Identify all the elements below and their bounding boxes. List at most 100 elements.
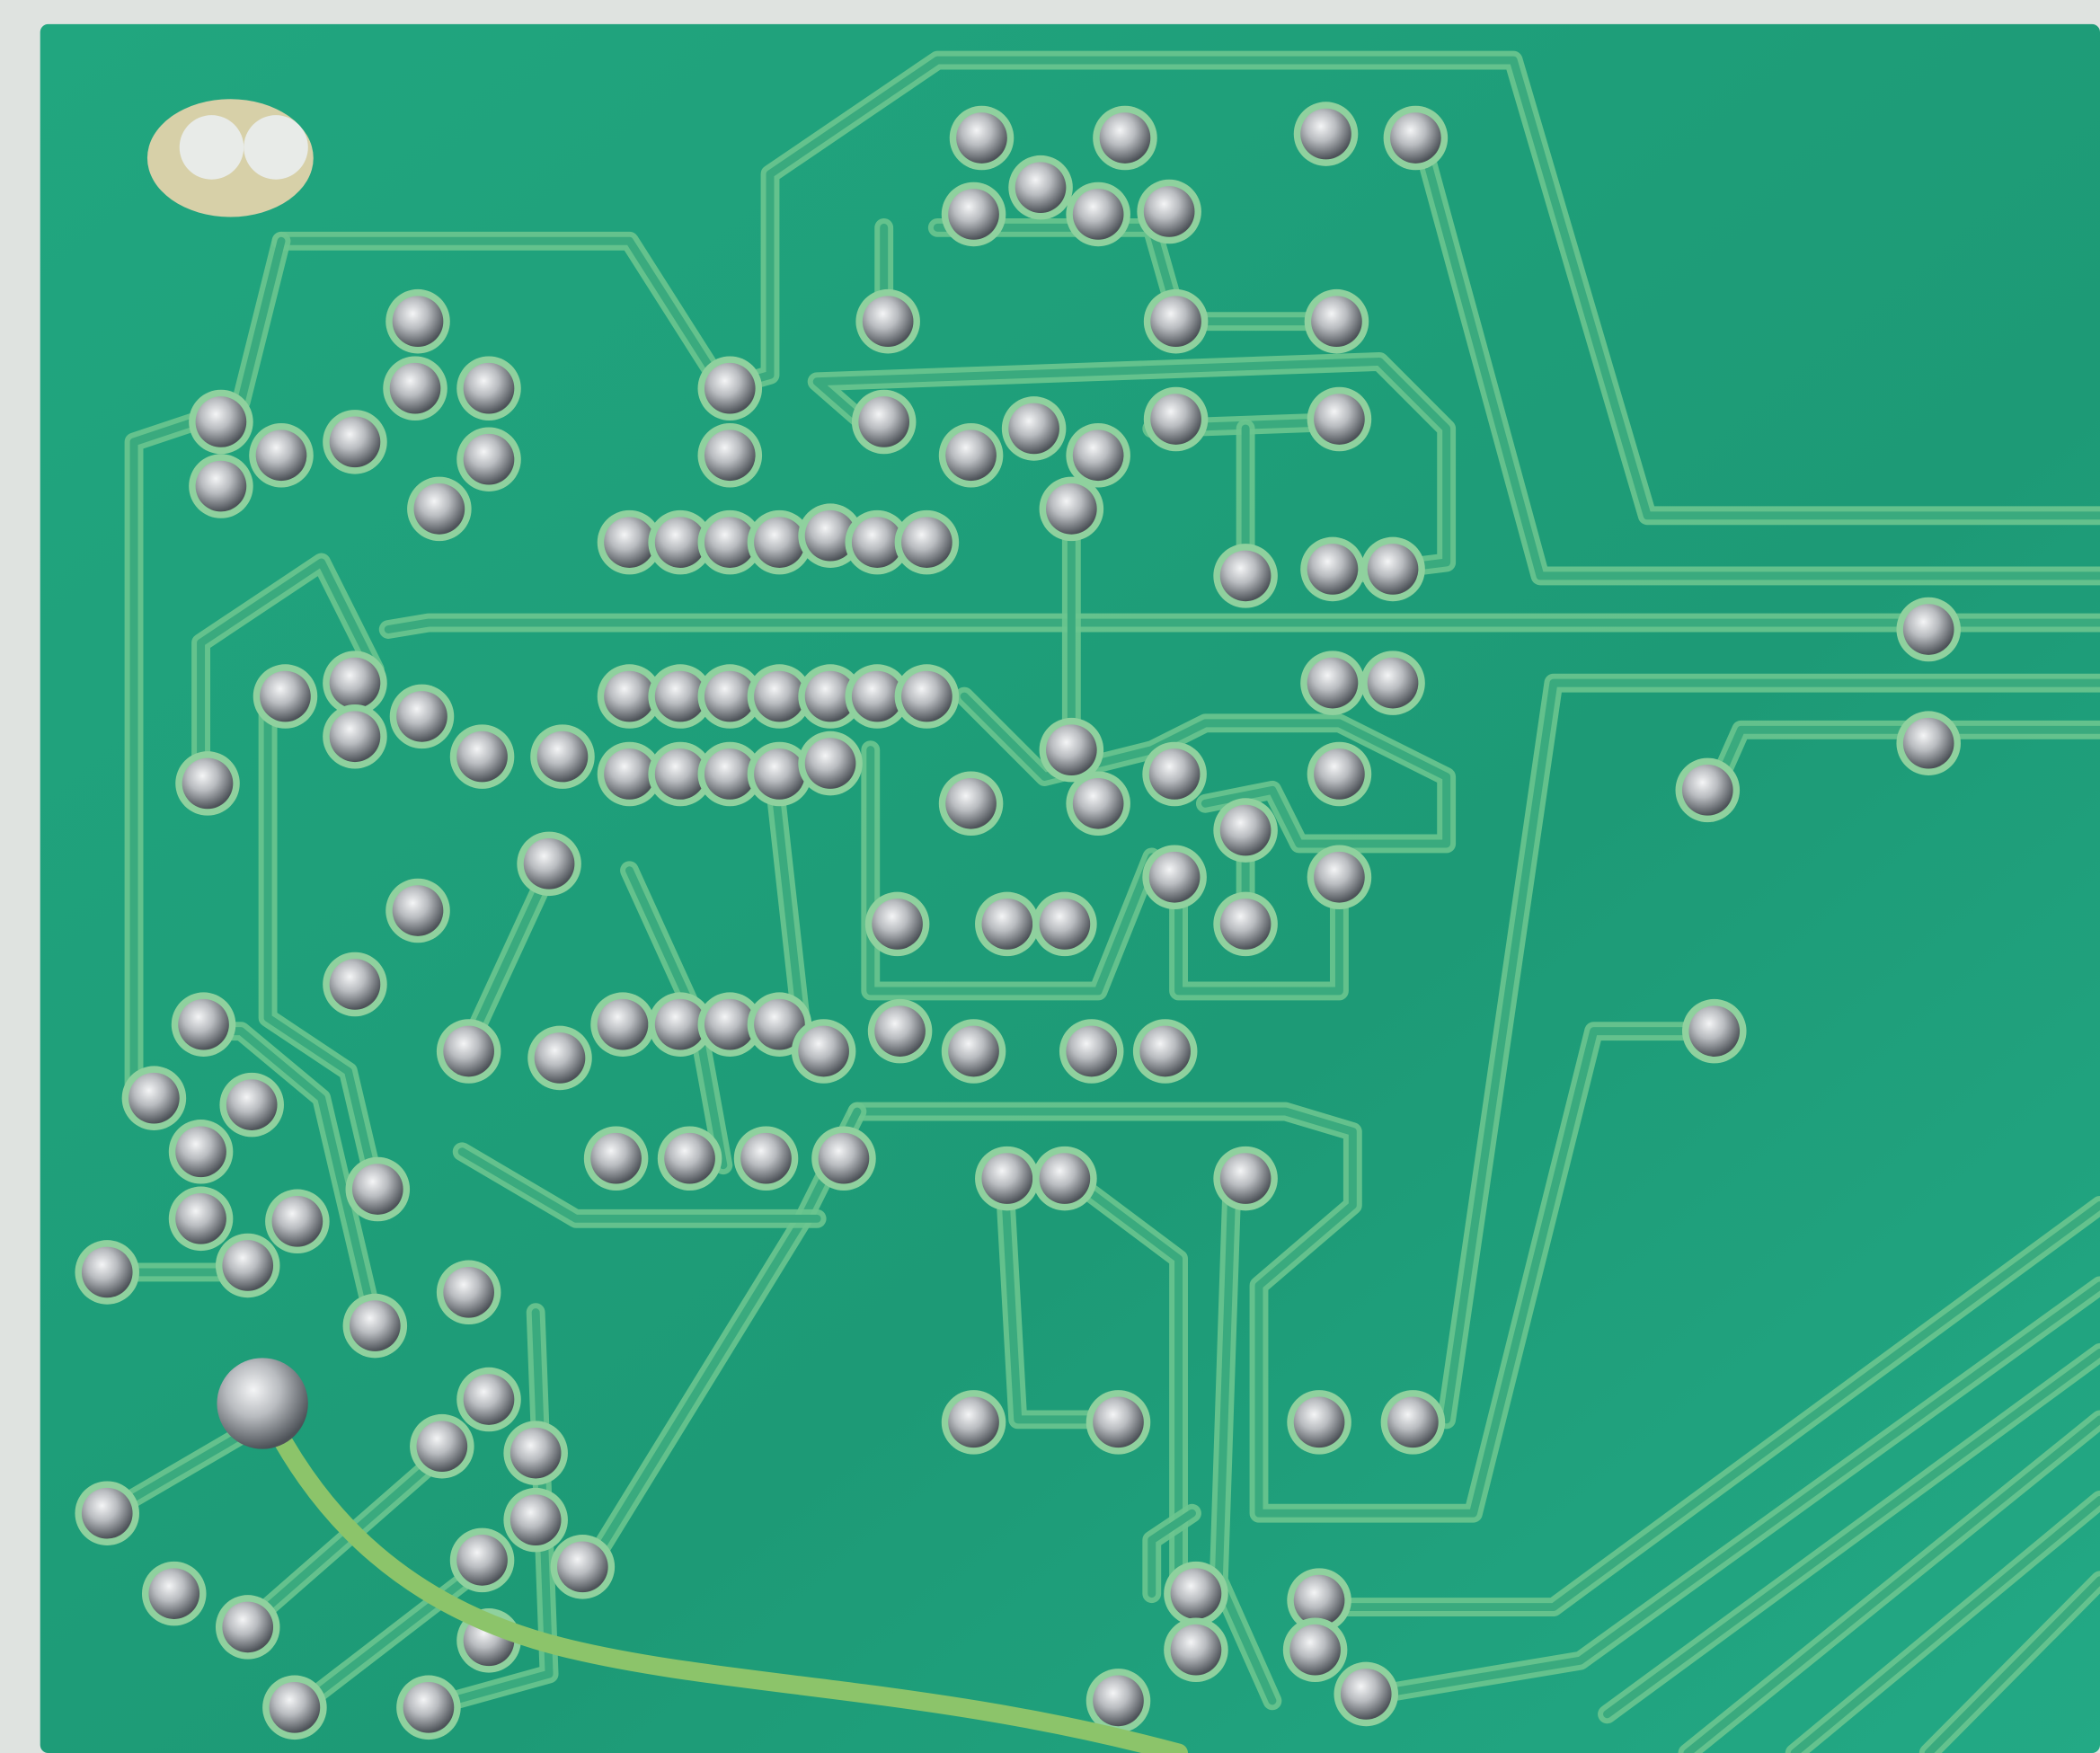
solder-pad (597, 741, 662, 807)
solder-pad (1001, 396, 1067, 461)
solder-pad (456, 356, 521, 421)
solder-pad (550, 1535, 616, 1599)
solder-pad (597, 509, 662, 575)
green-wire (265, 1416, 1189, 1753)
trace-inner (1375, 1281, 2100, 1698)
trace-inner (933, 223, 1343, 326)
solder-pad (262, 1675, 327, 1740)
solder-pad (851, 389, 917, 455)
solder-pad (949, 105, 1015, 171)
solder-pad (697, 741, 763, 807)
solder-pad (1360, 651, 1425, 715)
solder-pad (697, 992, 763, 1057)
solder-pad (436, 1260, 501, 1325)
solder-pad (456, 1367, 521, 1432)
trace-inner (129, 411, 218, 1089)
trace-inner (1442, 678, 2100, 1424)
solder-pad (342, 1293, 408, 1359)
solder-pad (1300, 536, 1365, 602)
solder-pad (517, 831, 581, 897)
trace-inner (457, 1147, 821, 1223)
solder-pad (1300, 651, 1365, 715)
solder-pad (407, 476, 472, 542)
solder-pad (265, 1189, 330, 1254)
solder-joints (75, 102, 1961, 1740)
solder-pad (1039, 476, 1104, 542)
solder-pad (449, 1527, 515, 1593)
solder-pad (845, 509, 910, 575)
solder-pad (747, 664, 812, 729)
solder-pad (436, 1019, 501, 1084)
solder-pad (219, 1072, 284, 1138)
solder-pad (864, 891, 930, 957)
solder-pad (845, 664, 910, 729)
solder-pad (1287, 1390, 1351, 1455)
solder-pad (855, 288, 920, 354)
solder-pad (1066, 422, 1130, 488)
solder-pad (1164, 1617, 1228, 1683)
solder-pad (798, 503, 863, 568)
wire-solder-joint (217, 1358, 308, 1449)
solder-pad (975, 891, 1040, 957)
solder-pad (648, 509, 713, 575)
solder-pad (938, 771, 1004, 837)
solder-pad (1307, 845, 1372, 910)
trace-inner (812, 357, 1451, 580)
solder-pad (396, 1675, 461, 1740)
solder-pad (323, 704, 387, 769)
solder-pad (1032, 1146, 1097, 1211)
solder-pad (385, 878, 450, 943)
solder-pad (1307, 386, 1372, 452)
trace-inner (263, 699, 379, 1190)
solder-pad (175, 751, 240, 816)
trace-inner (1683, 1415, 2100, 1753)
solder-pad (171, 992, 236, 1057)
solder-pad (168, 1186, 234, 1252)
solder-pad (1164, 1561, 1228, 1626)
solder-pad (449, 724, 515, 789)
solder-pad (1383, 105, 1449, 171)
solder-pad (1213, 798, 1278, 863)
trace-inner (1415, 129, 2100, 580)
solder-pad (894, 509, 960, 575)
solder-pad (1066, 771, 1130, 837)
solder-pad (383, 356, 447, 421)
solder-pad (811, 1126, 876, 1191)
solder-pad (1142, 845, 1207, 910)
solder-pad (697, 509, 763, 575)
solder-pad (1304, 288, 1369, 354)
solder-pad (1287, 1568, 1351, 1633)
solder-pad (215, 1595, 280, 1660)
solder-pad (75, 1481, 140, 1545)
solder-pad (249, 422, 314, 488)
solder-pad (1681, 998, 1747, 1064)
solder-pad (1380, 1390, 1446, 1455)
solder-pad (1896, 711, 1961, 775)
solder-pad (141, 1561, 207, 1626)
solder-pad (323, 952, 387, 1017)
solder-pad (1675, 757, 1741, 823)
solder-pad (791, 1019, 856, 1084)
solder-pad (1142, 741, 1207, 807)
solder-pad (648, 664, 713, 729)
solder-pad (1896, 597, 1961, 662)
solder-pad (527, 1025, 592, 1091)
solder-pad (747, 741, 812, 807)
trace-inner (866, 746, 1156, 996)
solder-pad (590, 992, 655, 1057)
solder-pad (345, 1156, 411, 1222)
solder-pad (657, 1126, 722, 1191)
solder-pad (697, 664, 763, 729)
solder-pad (503, 1421, 568, 1485)
solder-pad (938, 422, 1004, 488)
solder-pad (1093, 105, 1157, 171)
solder-pad (941, 1019, 1006, 1084)
trace-inner (465, 866, 554, 1049)
trace-inner (384, 618, 2100, 633)
trace-inner (1000, 1174, 1116, 1424)
trace-inner (1174, 866, 1343, 996)
solder-pad (1143, 288, 1209, 354)
solder-pad (747, 509, 812, 575)
solder-pad (1085, 1669, 1151, 1733)
